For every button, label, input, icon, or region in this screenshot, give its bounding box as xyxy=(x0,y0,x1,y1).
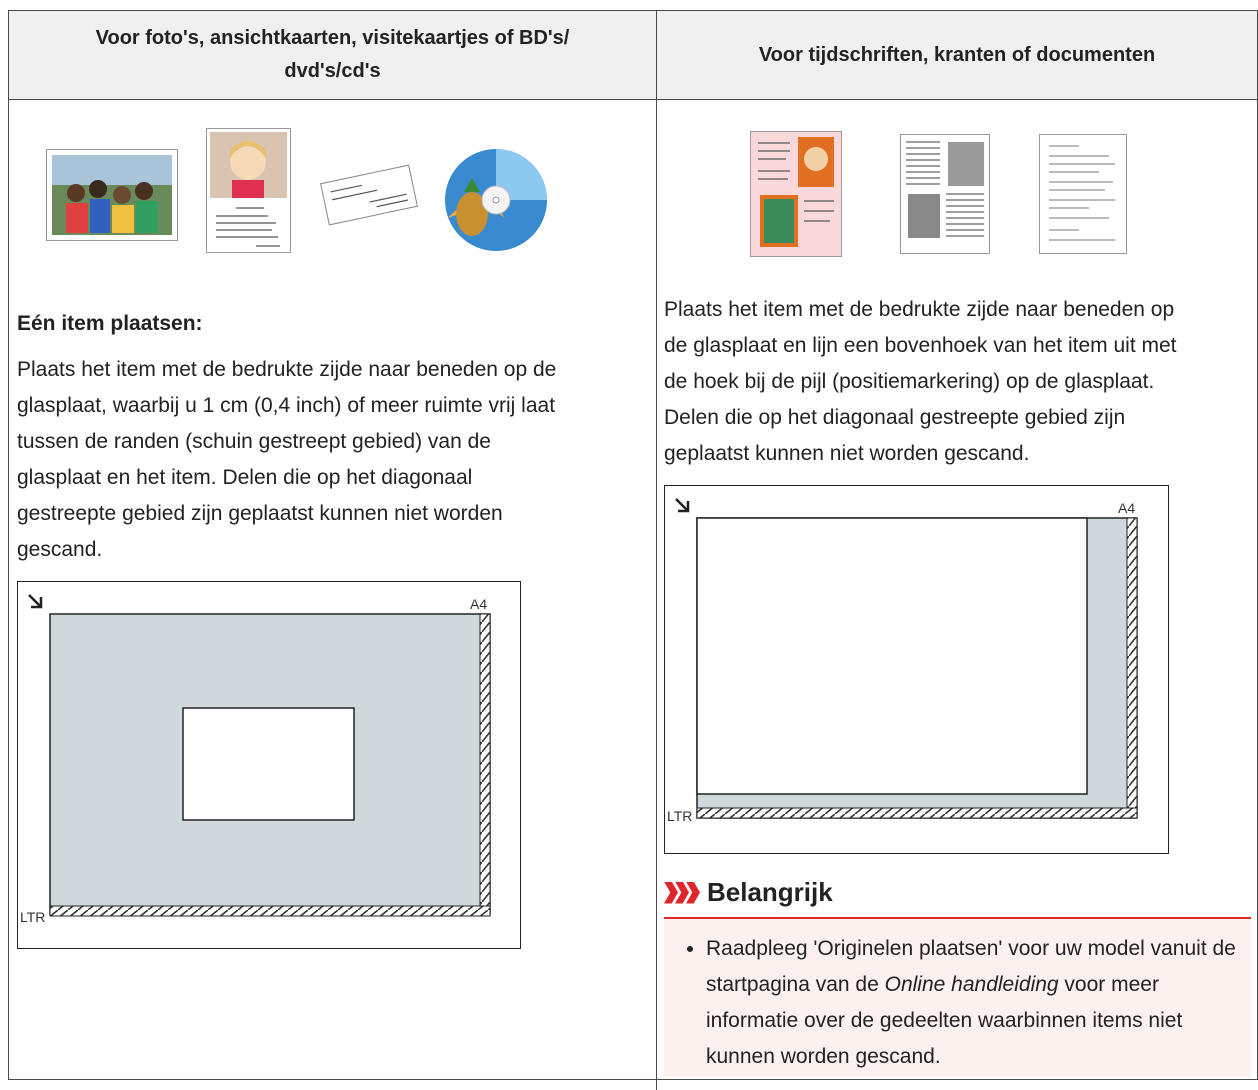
left-paragraph-line: Plaats het item met de bedrukte zijde na… xyxy=(17,358,557,381)
column-header-photos-line1: Voor foto's, ansichtkaarten, visitekaart… xyxy=(95,27,570,49)
left-instruction-paragraph: Plaats het item met de bedrukte zijde na… xyxy=(17,352,556,568)
ltr-label: LTR xyxy=(20,909,46,925)
column-header-documents: Voor tijdschriften, kranten of documente… xyxy=(657,11,1257,100)
right-paragraph-line: geplaatst kunnen niet worden gescand. xyxy=(664,442,1030,465)
newspaper-icon xyxy=(900,134,990,254)
magazine-icon xyxy=(750,131,842,257)
left-paragraph-line: glasplaat, waarbij u 1 cm (0,4 inch) of … xyxy=(17,394,556,417)
business-card-icon xyxy=(320,164,418,226)
left-paragraph-line: tussen de randen (schuin gestreept gebie… xyxy=(17,430,491,453)
important-heading: Belangrijk xyxy=(664,877,833,908)
document-icon xyxy=(1039,134,1127,254)
right-instruction-paragraph: Plaats het item met de bedrukte zijde na… xyxy=(664,292,1177,472)
a4-label: A4 xyxy=(1118,500,1136,516)
ltr-label: LTR xyxy=(667,808,693,824)
right-paragraph-line: de hoek bij de pijl (positiemarkering) o… xyxy=(664,370,1155,393)
photo-icon xyxy=(46,149,178,241)
right-paragraph-line: Plaats het item met de bedrukte zijde na… xyxy=(664,298,1175,321)
important-title: Belangrijk xyxy=(707,877,833,907)
position-mark-arrow-icon xyxy=(28,594,43,609)
platen-diagram-document: A4 LTR xyxy=(664,485,1169,854)
column-header-photos-line2: dvd's/cd's xyxy=(284,60,381,82)
right-paragraph-line: Delen die op het diagonaal gestreepte ge… xyxy=(664,406,1126,429)
column-divider xyxy=(656,100,657,1090)
left-paragraph-line: glasplaat en het item. Delen die op het … xyxy=(17,466,473,489)
important-chevron-icon xyxy=(664,881,700,904)
platen-diagram-single-item: A4 LTR xyxy=(17,581,521,949)
column-header-photos: Voor foto's, ansichtkaarten, visitekaart… xyxy=(9,11,657,100)
left-paragraph-line: gestreepte gebied zijn geplaatst kunnen … xyxy=(17,502,503,525)
position-mark-arrow-icon xyxy=(675,498,690,513)
column-header-documents-text: Voor tijdschriften, kranten of documente… xyxy=(758,43,1156,66)
placement-table: Voor foto's, ansichtkaarten, visitekaart… xyxy=(8,10,1258,1090)
postcard-icon xyxy=(206,128,291,253)
important-note: Raadpleeg 'Originelen plaatsen' voor uw … xyxy=(664,917,1251,1077)
single-item-subheading: Eén item plaatsen: xyxy=(17,312,203,335)
disc-icon xyxy=(445,149,547,251)
important-note-item: Raadpleeg 'Originelen plaatsen' voor uw … xyxy=(706,931,1251,1075)
right-paragraph-line: de glasplaat en lijn een bovenhoek van h… xyxy=(664,334,1177,357)
online-manual-reference: Online handleiding xyxy=(884,973,1059,996)
a4-label: A4 xyxy=(470,596,488,612)
left-paragraph-line: gescand. xyxy=(17,538,103,561)
